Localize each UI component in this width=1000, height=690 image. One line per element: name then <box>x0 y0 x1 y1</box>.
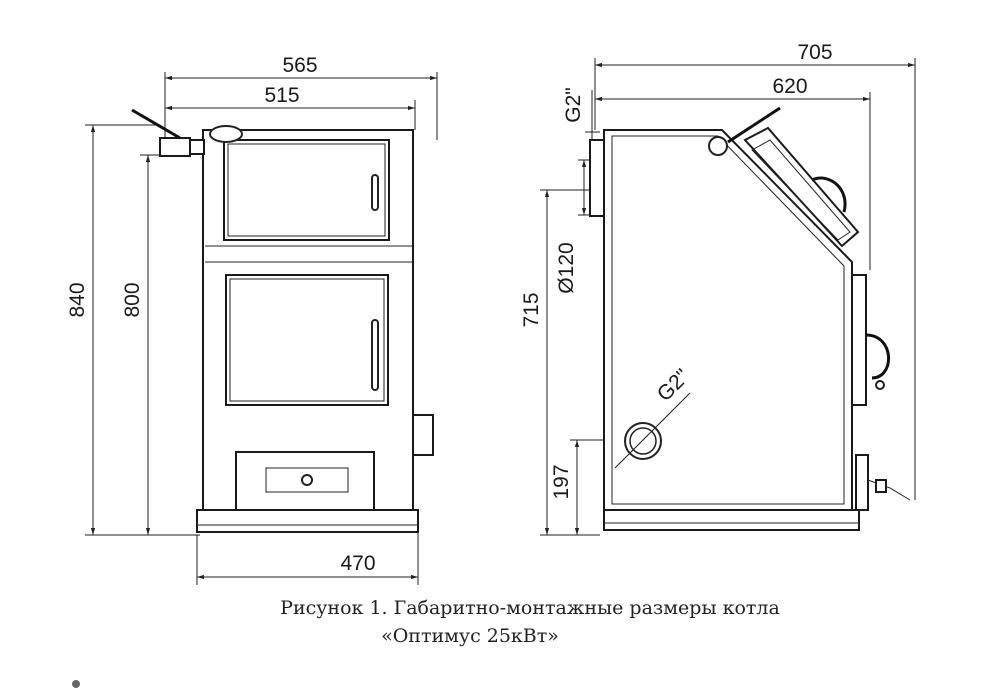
boiler-base-side <box>603 509 860 531</box>
lower-door-inner <box>229 278 385 402</box>
dim-label-715: 715 <box>520 292 543 327</box>
ash-vent <box>265 467 349 493</box>
valve-lever <box>131 108 181 140</box>
hinge <box>708 136 728 156</box>
handle-knob <box>875 380 885 390</box>
boiler-base-front <box>196 509 419 533</box>
flue-outlet-front <box>209 125 243 143</box>
dim-label-g2-top: G2" <box>562 87 585 122</box>
ash-lever <box>867 479 911 501</box>
ash-vent-knob <box>301 474 313 486</box>
upper-door-inner <box>227 143 386 237</box>
upper-door-side-handle <box>811 176 847 213</box>
dim-label-620: 620 <box>772 75 807 98</box>
dim-label-197: 197 <box>550 464 573 499</box>
dim-label-470: 470 <box>340 552 375 575</box>
dim-label-565: 565 <box>282 54 317 77</box>
dim-label-d120: Ø120 <box>555 242 578 293</box>
side-pipe-stub <box>412 414 434 456</box>
flue-pipe-side <box>589 139 605 217</box>
ash-door-side <box>855 454 869 511</box>
lower-door-side <box>851 274 867 406</box>
list-bullet <box>72 680 80 688</box>
upper-door-handle <box>371 174 379 211</box>
side-view: 705 620 G2" Ø120 715 197 <box>520 41 916 536</box>
dim-label-515: 515 <box>264 84 299 107</box>
lower-door <box>225 274 389 406</box>
front-view: 565 515 840 800 470 <box>66 54 438 585</box>
valve-lever-side <box>727 106 781 144</box>
dim-label-705: 705 <box>797 41 832 64</box>
upper-door-side-inner <box>751 139 851 241</box>
thread-leader <box>614 392 691 469</box>
upper-door <box>223 139 390 241</box>
figure-caption-line1: Рисунок 1. Габаритно-монтажные размеры к… <box>280 597 780 619</box>
dim-label-800: 800 <box>121 282 144 317</box>
lower-door-side-handle <box>865 333 890 380</box>
return-pipe-inner <box>629 427 657 455</box>
figure-caption-line2: «Оптимус 25кВт» <box>381 625 559 647</box>
lower-door-handle <box>371 319 379 391</box>
ash-knob <box>875 479 887 493</box>
dim-label-840: 840 <box>66 282 89 317</box>
valve-nut <box>189 139 205 155</box>
boiler-body-side-inner <box>611 135 845 505</box>
valve-body <box>159 137 191 157</box>
